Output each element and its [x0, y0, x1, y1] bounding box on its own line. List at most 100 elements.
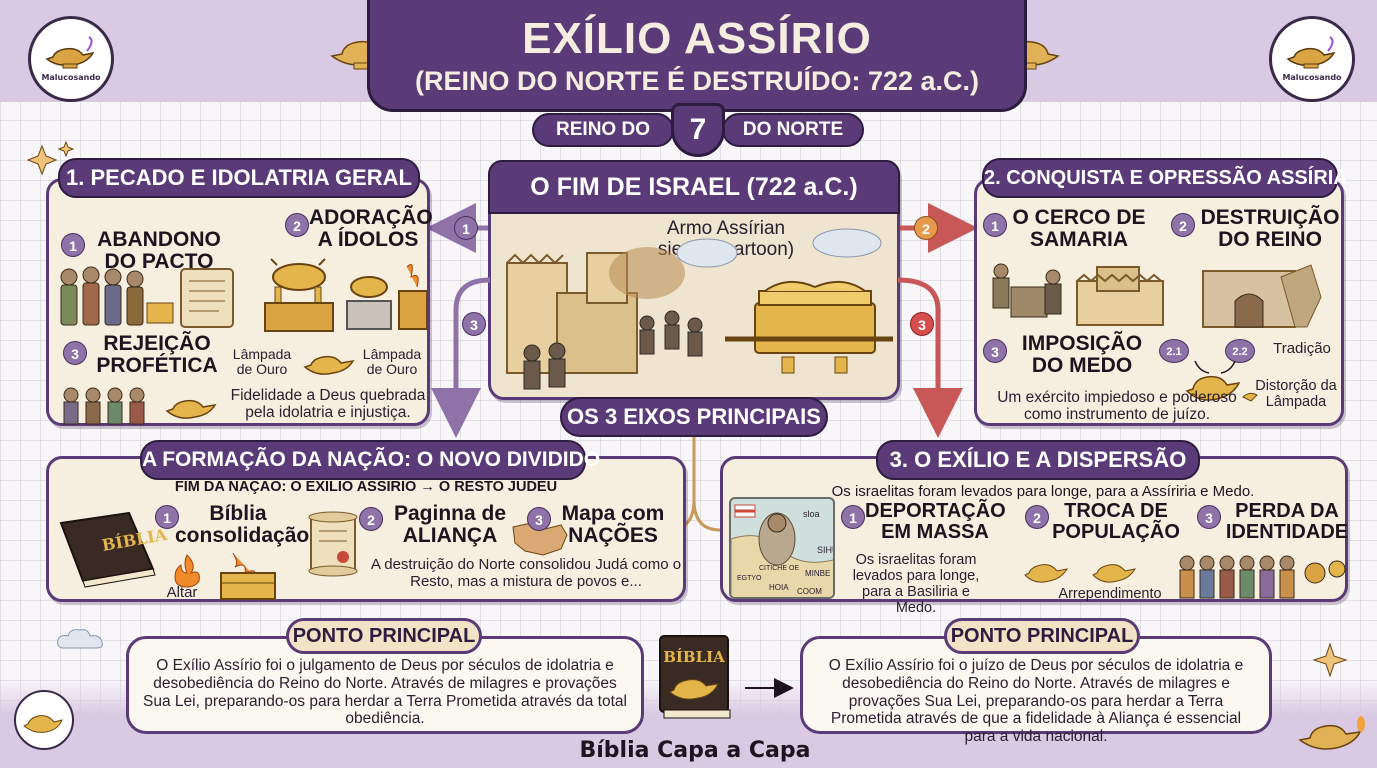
item-number: 3	[527, 507, 551, 531]
altar-label: Altar	[166, 584, 198, 601]
item-number: 2	[285, 213, 309, 237]
logo-bottom-left	[14, 690, 74, 750]
item-label: ADORAÇÃO A ÍDOLOS	[309, 206, 433, 252]
panel3-note: A destruição do Norte consolidou Judá co…	[370, 556, 682, 590]
sub-item-2-2: 2.2	[1225, 339, 1255, 363]
magic-lamp-icon	[23, 715, 63, 733]
item-label: Mapa com NAÇÕES	[561, 502, 665, 548]
arrow-label-3-left: 3	[462, 312, 486, 336]
distorted-lamp-icon	[1185, 360, 1258, 402]
bible-lamp-icon: BÍBLIA	[659, 635, 731, 719]
arrow-label-3-right: 3	[910, 312, 934, 336]
ribbon-number-shield: 7	[671, 103, 725, 157]
arrow-label-2: 2	[914, 216, 938, 240]
golden-lamp-icon	[303, 355, 355, 375]
key-point-right-text: O Exílio Assírio foi o juízo de Deus por…	[828, 657, 1244, 746]
sparkle-icon	[1312, 642, 1348, 678]
panel1-title: 1. PECADO E IDOLATRIA GERAL	[58, 158, 420, 198]
golden-calf-illustration	[264, 258, 428, 332]
center-panel: O FIM DE ISRAEL (722 a.C.) Armo Assírian…	[488, 160, 900, 400]
map-label: EGTYO	[737, 575, 762, 582]
exile-map: sloa SIHU CITICHE OE MINBE EGTYO HOIA CO…	[729, 497, 835, 599]
item-number: 1	[841, 505, 865, 529]
item-label: TROCA DE POPULAÇÃO	[1052, 500, 1180, 543]
logo-left: Malucosando	[28, 16, 114, 102]
key-point-left-label: PONTO PRINCIPAL	[286, 618, 482, 654]
logo-right: Malucosando	[1269, 16, 1355, 102]
item-label: ABANDONO DO PACTO	[97, 228, 221, 274]
map-label: MINBE	[805, 569, 831, 578]
item-label: DESTRUIÇÃO DO REINO	[1200, 206, 1340, 252]
map-label: CITICHE OE	[759, 565, 800, 572]
center-title: O FIM DE ISRAEL (722 a.C.)	[488, 160, 900, 214]
people-pact-illustration	[60, 266, 234, 328]
bible-book-icon: BÍBLIA	[59, 511, 169, 588]
sub-item-2-1: 2.1	[1159, 339, 1189, 363]
panel-nation-formation: FIM DA NAÇÃO: O EXÍLIO ASSÍRIO → O RESTO…	[46, 456, 686, 602]
arrependimento-label: Arrependimento	[1058, 586, 1162, 602]
item-label: PERDA DA IDENTIDADE	[1225, 500, 1349, 543]
lamp-left-label: Lâmpada de Ouro	[232, 346, 292, 378]
scroll-icon	[308, 511, 358, 577]
ribbon-right: DO NORTE	[722, 113, 864, 147]
magic-lamp-icon	[1286, 35, 1336, 68]
item-label: Bíblia consolidação	[175, 502, 310, 548]
item-number: 1	[155, 505, 179, 529]
scattered-people-illustration	[1179, 555, 1346, 599]
map-label: sloa	[803, 509, 820, 519]
map-label: SIHU	[817, 545, 833, 555]
fire-icon	[174, 554, 200, 588]
item-number: 1	[983, 213, 1007, 237]
panel4-title: 3. O EXÍLIO E A DISPERSÃO	[876, 440, 1200, 480]
prophets-illustration	[63, 387, 145, 425]
item-number: 2	[359, 507, 383, 531]
item-label: IMPOSIÇÃO DO MEDO	[1021, 332, 1143, 378]
item-label: REJEIÇÃO PROFÉTICA	[96, 332, 218, 378]
magic-lamp-icon	[45, 35, 95, 68]
panel2-note: Um exército impiedoso e poderoso como in…	[997, 389, 1237, 424]
ribbon-left: REINO DO	[532, 113, 674, 147]
brand-label: Bíblia Capa a Capa	[579, 738, 811, 763]
key-point-right-label: PONTO PRINCIPAL	[944, 618, 1140, 654]
bible-title: BÍBLIA	[663, 648, 725, 666]
key-point-left-box: O Exílio Assírio foi o julgamento de Deu…	[126, 636, 644, 734]
title-banner: EXÍLIO ASSÍRIO (REINO DO NORTE É DESTRUÍ…	[367, 0, 1027, 112]
item-abandono: 1 ABANDONO DO PACTO	[61, 228, 221, 273]
logo-text: Malucosando	[41, 72, 101, 82]
page-subtitle: (REINO DO NORTE É DESTRUÍDO: 722 a.C.)	[414, 66, 980, 96]
item-label: DEPORTAÇÃO EM MASSA	[865, 500, 1006, 543]
item-number: 3	[1197, 505, 1221, 529]
deport-note: Os israelitas foram levados para longe, …	[852, 552, 980, 616]
map-label: COOM	[797, 587, 822, 596]
panel4-subtitle: Os israelitas foram levados para longe, …	[831, 483, 1255, 500]
item-number: 2	[1025, 505, 1049, 529]
sparkle-icon	[26, 140, 75, 176]
exile-map-drawing	[731, 504, 833, 597]
tradicao-label: Tradição	[1273, 340, 1331, 357]
oil-lamp-icon	[1298, 716, 1365, 750]
item-number: 3	[63, 341, 87, 365]
item-label: Paginna de ALIANÇA	[393, 502, 507, 548]
distorcao-label: Distorção da Lâmpada	[1255, 378, 1337, 410]
item-number: 1	[61, 233, 85, 257]
altar-icon	[220, 552, 276, 600]
axes-label: OS 3 EIXOS PRINCIPAIS	[560, 397, 828, 437]
map-label: HOIA	[769, 583, 789, 592]
golden-lamps-icon	[1024, 564, 1137, 583]
golden-lamp-icon	[165, 399, 217, 419]
panel-sin-idolatry: 1 ABANDONO DO PACTO 2 ADORAÇÃO A ÍDOLOS …	[46, 178, 433, 426]
panel-conquest: 1 O CERCO DE SAMARIA 2 DESTRUIÇÃO DO REI…	[974, 178, 1344, 426]
siege-samaria-illustration	[992, 263, 1322, 328]
panel2-title: 2. CONQUISTA E OPRESSÃO ASSÍRIA	[982, 158, 1348, 198]
arrow-label-1: 1	[454, 216, 478, 240]
key-point-left-text: O Exílio Assírio foi o julgamento de Deu…	[143, 657, 627, 728]
item-number: 2	[1171, 213, 1195, 237]
item-number: 3	[983, 339, 1007, 363]
cloud-icon	[57, 629, 103, 649]
logo-text: Malucosando	[1282, 72, 1342, 82]
panel3-subtitle: FIM DA NAÇÃO: O EXÍLIO ASSÍRIO → O RESTO…	[174, 479, 558, 495]
panel-exile-dispersion: Os israelitas foram levados para longe, …	[720, 456, 1349, 616]
panel3-title: A FORMAÇÃO DA NAÇÃO: O NOVO DIVIDIDO	[140, 440, 600, 480]
item-label: O CERCO DE SAMARIA	[1012, 206, 1146, 252]
panel1-note: Fidelidade a Deus quebrada pela idolatri…	[230, 387, 426, 422]
